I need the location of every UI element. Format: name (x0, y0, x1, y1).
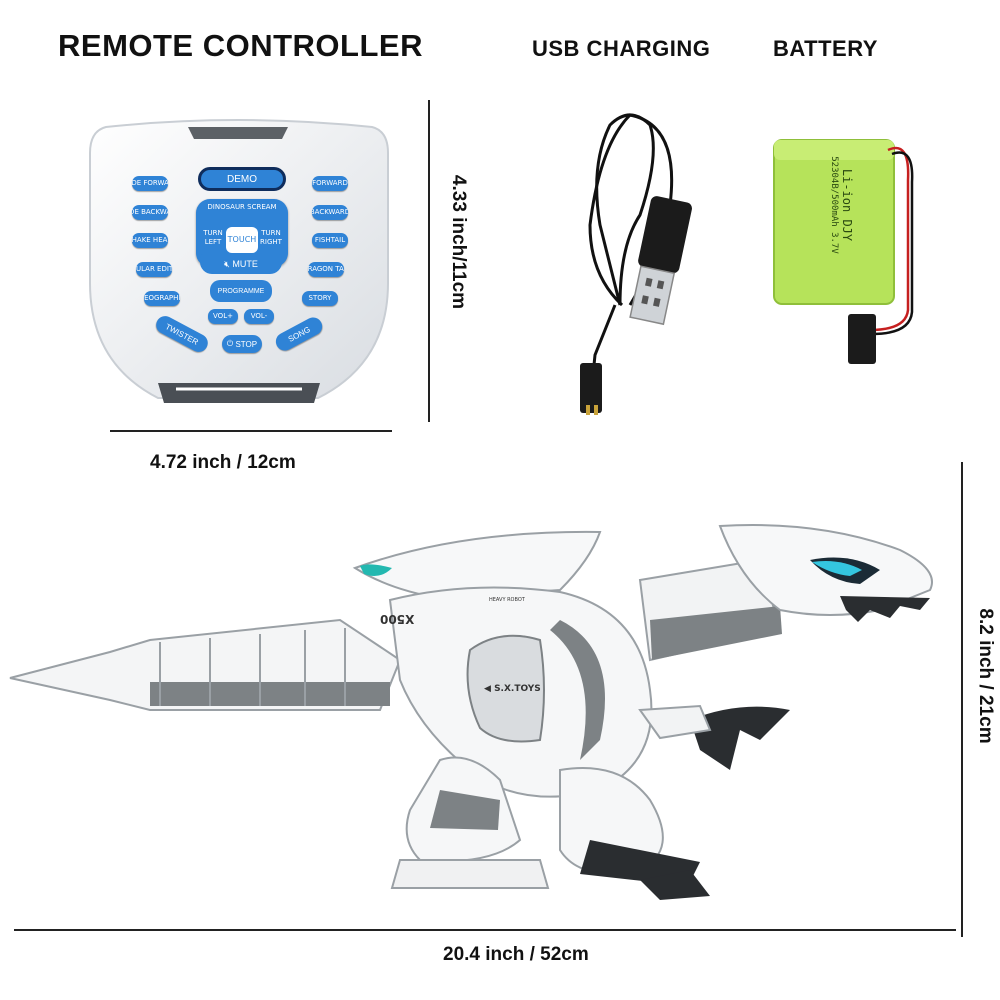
turn-right-label: TURN RIGHT (260, 229, 282, 246)
shake-head-button[interactable]: SHAKE HEAD (132, 233, 168, 248)
battery-label: Li-ion DJY 52304B/500mAh 3.7V (827, 156, 854, 254)
remote-width-line (110, 430, 392, 432)
dino-model-label: X500 (380, 612, 415, 626)
remote-controller-image: DEMO SLIDE FORWARD SLIDE BACKWARD SHAKE … (88, 113, 390, 411)
demo-button[interactable]: DEMO (198, 167, 286, 191)
remote-width-label: 4.72 inch / 12cm (150, 452, 296, 473)
mute-label: MUTE (232, 259, 258, 269)
dino-height-line (961, 462, 963, 937)
usb-charging-heading: USB CHARGING (532, 36, 711, 61)
arrow-left-icon: ◀ (484, 684, 495, 694)
mute-button[interactable]: 🔇︎ MUTE (200, 254, 282, 274)
geographic-button[interactable]: GEOGRAPHIC (144, 291, 180, 306)
dino-brand-label: ◀ S.X.TOYS (484, 684, 541, 694)
battery-pack-icon (773, 139, 914, 364)
story-button[interactable]: STORY (302, 291, 338, 306)
fishtail-button[interactable]: FISHTAIL (312, 233, 348, 248)
dragon-tail-button[interactable]: DRAGON TAIL (308, 262, 344, 277)
battery-heading: BATTERY (773, 36, 878, 61)
speaker-mute-icon: 🔇︎ (224, 258, 233, 269)
dino-brand-text: S.X.TOYS (494, 684, 541, 694)
dino-height-label: 8.2 inch / 21cm (975, 608, 996, 744)
remote-controller-heading: REMOTE CONTROLLER (58, 28, 423, 63)
dinosaur-scream-label: DINOSAUR SCREAM (207, 203, 277, 211)
battery-label-line2: 52304B/500mAh 3.7V (829, 156, 839, 254)
remote-height-label: 4.33 inch/11cm (448, 174, 469, 310)
battery-label-line1: Li-ion DJY (840, 168, 854, 242)
dino-series-label: HEAVY ROBOT (489, 597, 525, 603)
slide-backward-button[interactable]: SLIDE BACKWARD (132, 205, 168, 220)
dino-length-line (14, 929, 956, 931)
backward-button[interactable]: BACKWARD (312, 205, 348, 220)
stop-button[interactable]: ⏻ STOP (222, 335, 262, 353)
dino-length-label: 20.4 inch / 52cm (443, 944, 589, 965)
remote-height-line (428, 100, 430, 422)
slide-forward-button[interactable]: SLIDE FORWARD (132, 176, 168, 191)
robot-dinosaur-image (9, 524, 933, 900)
stop-label: STOP (235, 339, 258, 349)
usb-cable-icon (580, 113, 692, 415)
forward-button[interactable]: FORWARD (312, 176, 348, 191)
volume-down-button[interactable]: VOL- (244, 309, 274, 324)
touch-button[interactable]: TOUCH (226, 227, 258, 253)
popular-edition-button[interactable]: POPULAR EDITION (136, 262, 172, 277)
volume-up-button[interactable]: VOL+ (208, 309, 238, 324)
power-icon: ⏻ (226, 339, 236, 348)
turn-left-label: TURN LEFT (203, 229, 223, 246)
programme-button[interactable]: PROGRAMME (210, 280, 272, 302)
